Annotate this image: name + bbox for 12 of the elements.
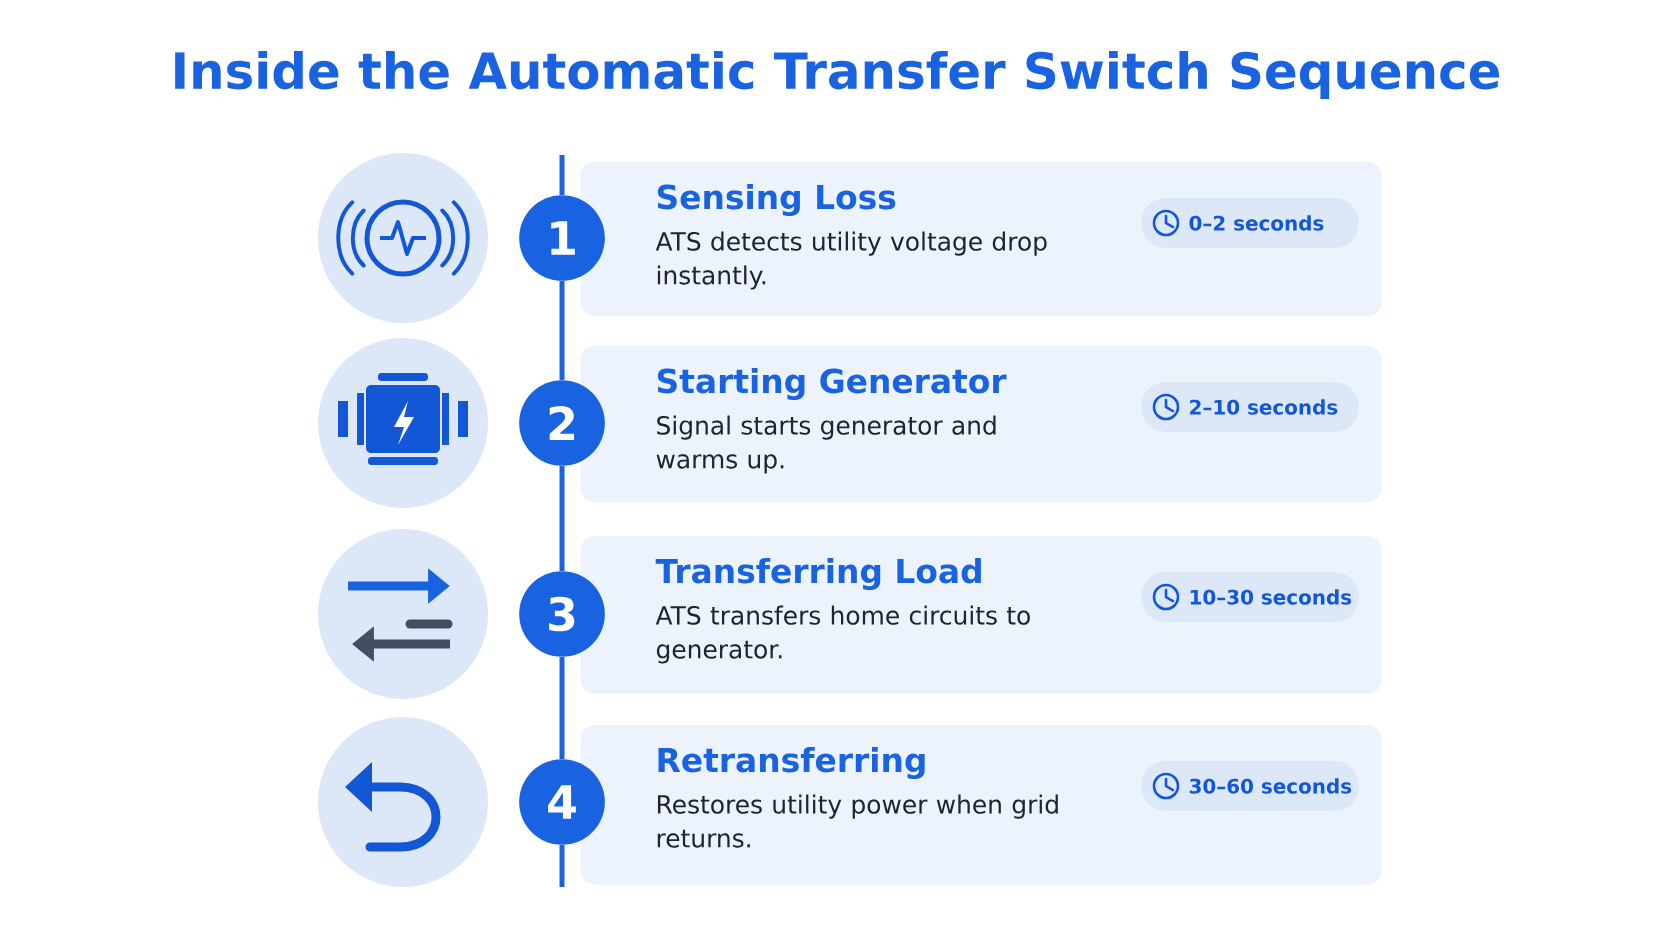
duration-pill: 2–10 seconds [1141,382,1359,432]
timeline-line [559,281,565,380]
duration-pill: 0–2 seconds [1141,198,1359,248]
timeline-line [559,466,565,571]
step-number: 1 [519,195,605,281]
step-number: 2 [519,380,605,466]
step-number: 4 [519,759,605,845]
duration-pill: 30–60 seconds [1141,761,1359,811]
duration-pill: 10–30 seconds [1141,572,1359,622]
step-number: 3 [519,571,605,657]
title: Inside the Automatic Transfer Switch Sequence [175,50,1499,100]
timeline-line [559,657,565,759]
